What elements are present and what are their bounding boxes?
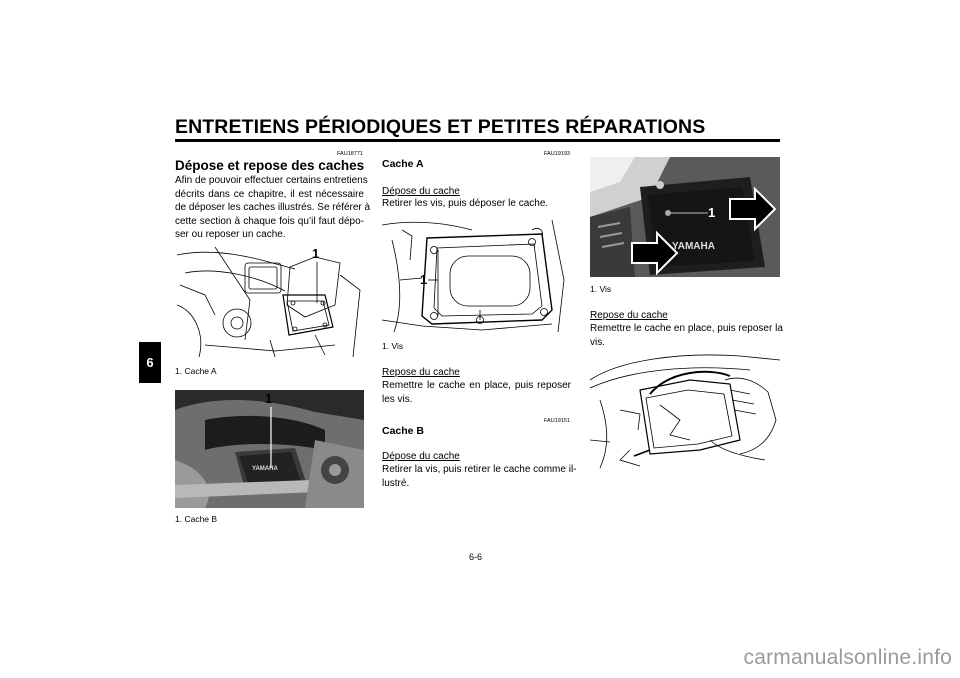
intro-line: Afin de pouvoir effectuer certains entre…	[175, 175, 368, 186]
figure-caption: 1. Vis	[590, 284, 612, 294]
procedure-title: Repose du cache	[590, 310, 668, 321]
intro-paragraph: Afin de pouvoir effectuer certains entre…	[175, 174, 371, 242]
text-line: les vis.	[382, 393, 413, 405]
callout-number: 1	[708, 205, 716, 220]
procedure-title: Dépose du cache	[382, 186, 460, 197]
figure-cover-b-removal	[590, 350, 780, 470]
ref-code: FAU19193	[544, 151, 570, 157]
figure-caption: 1. Cache A	[175, 366, 217, 376]
procedure-text: Retirer les vis, puis déposer le cache.	[382, 198, 549, 209]
intro-line: de déposer les caches illustrés. Se réfé…	[175, 202, 371, 213]
callout-number: 1	[265, 391, 273, 406]
yamaha-logo: YAMAHA	[672, 241, 715, 252]
procedure-text: Remettre le cache en place, puis reposer…	[382, 379, 571, 406]
watermark: carmanualsonline.info	[743, 646, 952, 669]
text-line: vis.	[590, 336, 605, 348]
figure-cover-b-photo: YAMAHA 1	[590, 157, 780, 277]
text-line: Remettre le cache en place, puis reposer	[382, 380, 571, 391]
engine-line-drawing	[176, 246, 361, 358]
figure-cover-a-screws: 1	[382, 220, 572, 335]
procedure-title: Dépose du cache	[382, 451, 460, 462]
intro-line: cette section à chaque fois qu’il faut d…	[175, 215, 364, 227]
ref-code: FAU18771	[337, 151, 363, 157]
intro-line: décrits dans ce chapitre, il est nécessa…	[175, 188, 364, 200]
figure-cache-a: 1	[175, 245, 364, 360]
page-number: 6-6	[469, 552, 483, 562]
cover-b-photo	[175, 390, 364, 508]
section-title: Dépose et repose des caches	[175, 158, 365, 173]
chapter-tab: 6	[139, 342, 161, 383]
text-line: lustré.	[382, 477, 410, 489]
text-line: Remettre le cache en place, puis reposer…	[590, 323, 783, 334]
subsection-heading: Cache A	[382, 158, 424, 170]
cover-a-line-drawing	[382, 220, 565, 333]
hands-removing-cover-drawing	[590, 354, 780, 469]
chapter-number: 6	[146, 355, 154, 370]
callout-number: 1	[312, 246, 320, 261]
procedure-title: Repose du cache	[382, 367, 460, 378]
yamaha-logo: YAMAHA	[252, 466, 278, 472]
subsection-heading: Cache B	[382, 425, 425, 437]
procedure-text: Retirer la vis, puis retirer le cache co…	[382, 463, 577, 490]
intro-line: ser ou reposer un cache.	[175, 229, 286, 240]
figure-caption: 1. Vis	[382, 341, 404, 351]
header-rule	[175, 139, 780, 142]
cover-b-arrows-photo	[590, 157, 780, 277]
procedure-text: Remettre le cache en place, puis reposer…	[590, 322, 783, 349]
text-line: Retirer la vis, puis retirer le cache co…	[382, 464, 577, 475]
figure-caption: 1. Cache B	[175, 514, 218, 524]
ref-code: FAU19151	[544, 418, 570, 424]
page-title: ENTRETIENS PÉRIODIQUES ET PETITES RÉPARA…	[175, 116, 706, 138]
callout-number: 1	[420, 272, 428, 287]
figure-cache-b: YAMAHA 1	[175, 390, 364, 508]
